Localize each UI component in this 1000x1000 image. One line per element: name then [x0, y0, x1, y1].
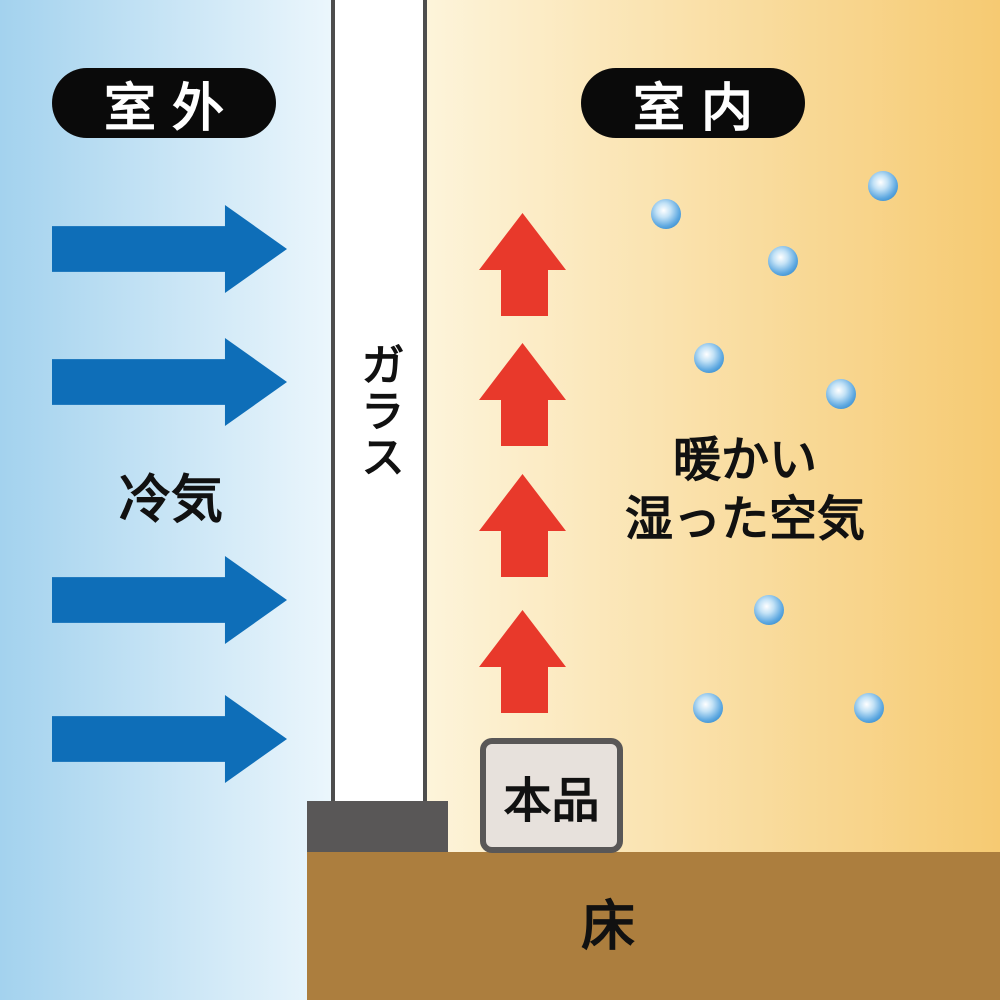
indoor-badge-label: 室内 — [632, 78, 769, 139]
cold-air-arrow-icon — [52, 205, 287, 293]
warm-air-label-line1: 暖かい — [672, 432, 818, 488]
outdoor-badge-label: 室外 — [103, 78, 240, 139]
product-box: 本品 — [480, 738, 623, 853]
cold-air-arrow-icon — [52, 556, 287, 644]
water-droplet-icon — [694, 343, 724, 373]
water-droplet-icon — [768, 246, 798, 276]
product-label: 本品 — [503, 772, 600, 829]
floor — [307, 852, 1000, 1000]
water-droplet-icon — [868, 171, 898, 201]
window-sill — [307, 801, 448, 852]
glass-pane — [331, 0, 427, 801]
water-droplet-icon — [826, 379, 856, 409]
warm-air-label-line2: 湿った空気 — [624, 491, 866, 547]
water-droplet-icon — [854, 693, 884, 723]
cold-air-label: 冷気 — [118, 470, 224, 531]
floor-label: 床 — [581, 894, 635, 958]
water-droplet-icon — [693, 693, 723, 723]
cold-air-arrow-icon — [52, 695, 287, 783]
warm-air-label: 暖かい 湿った空気 — [625, 431, 865, 549]
cold-air-arrow-icon — [52, 338, 287, 426]
glass-label: ガラス — [353, 342, 404, 480]
water-droplet-icon — [754, 595, 784, 625]
water-droplet-icon — [651, 199, 681, 229]
indoor-badge: 室内 — [581, 68, 805, 139]
outdoor-badge: 室外 — [52, 68, 276, 139]
